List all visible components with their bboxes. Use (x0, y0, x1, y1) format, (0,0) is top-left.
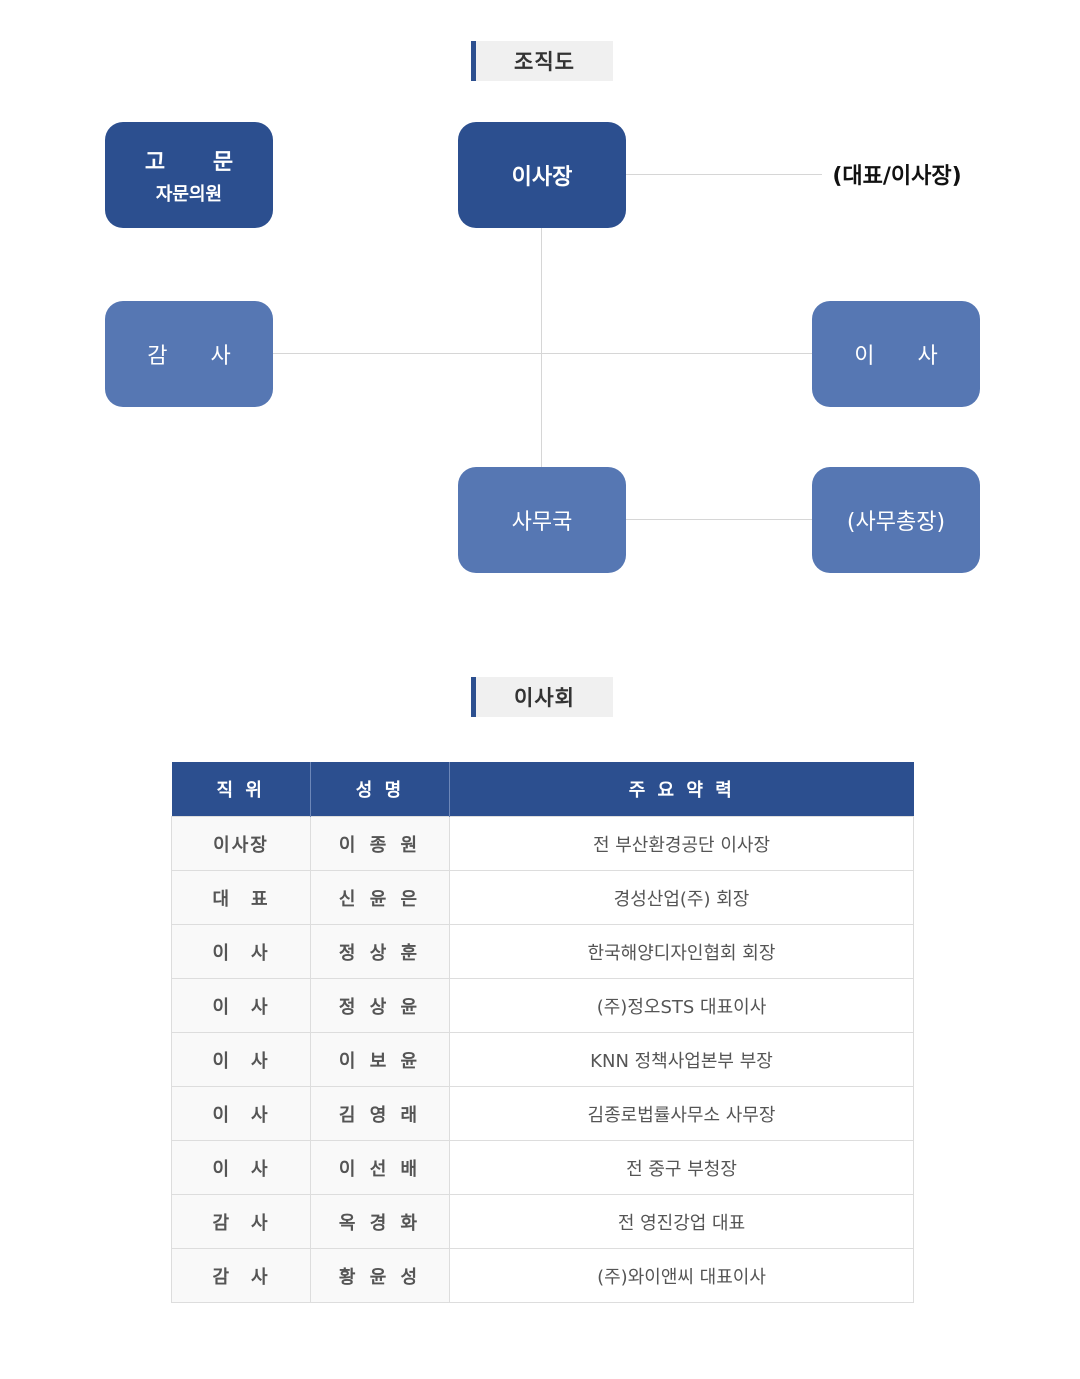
chairman-label: 이사장 (511, 165, 573, 190)
board-table: 직 위 성 명 주 요 약 력 이사장 이 종 원 전 부산환경공단 이사장 대… (171, 762, 914, 1303)
name-cell: 정 상 훈 (310, 924, 450, 979)
career-cell: 전 영진강업 대표 (449, 1194, 914, 1249)
career-cell: 경성산업(주) 회장 (449, 870, 914, 925)
career-cell: (주)정오STS 대표이사 (449, 978, 914, 1033)
secretary-general-label: (사무총장) (846, 510, 946, 535)
position-cell: 이 사 (171, 1140, 311, 1195)
auditor-label: 감 사 (147, 344, 249, 369)
position-cell: 감 사 (171, 1194, 311, 1249)
connector-vertical (541, 228, 542, 468)
position-cell: 이 사 (171, 1086, 311, 1141)
career-cell: KNN 정책사업본부 부장 (449, 1032, 914, 1087)
table-row: 이 사 이 보 윤 KNN 정책사업본부 부장 (171, 1032, 914, 1087)
position-cell: 이 사 (171, 1032, 311, 1087)
position-cell: 이 사 (171, 978, 311, 1033)
connector-secretariat (626, 519, 812, 520)
name-cell: 신 윤 은 (310, 870, 450, 925)
position-cell: 감 사 (171, 1248, 311, 1303)
table-row: 감 사 황 윤 성 (주)와이앤씨 대표이사 (171, 1248, 914, 1303)
header-position: 직 위 (171, 762, 311, 817)
org-chart-title: 조직도 (471, 41, 613, 81)
secretariat-label: 사무국 (511, 510, 573, 535)
name-cell: 이 선 배 (310, 1140, 450, 1195)
career-cell: 전 부산환경공단 이사장 (449, 816, 914, 871)
name-cell: 옥 경 화 (310, 1194, 450, 1249)
advisor-box: 고 문 자문의원 (105, 122, 273, 228)
director-box: 이 사 (812, 301, 980, 407)
connector-chairman-note (626, 174, 822, 175)
table-row: 이사장 이 종 원 전 부산환경공단 이사장 (171, 816, 914, 871)
name-cell: 김 영 래 (310, 1086, 450, 1141)
position-cell: 대 표 (171, 870, 311, 925)
advisor-label: 고 문 (144, 150, 254, 175)
position-cell: 이사장 (171, 816, 311, 871)
header-name: 성 명 (310, 762, 450, 817)
name-cell: 황 윤 성 (310, 1248, 450, 1303)
chairman-box: 이사장 (458, 122, 626, 228)
advisor-sublabel: 자문의원 (155, 184, 223, 205)
board-title: 이사회 (471, 677, 613, 717)
position-cell: 이 사 (171, 924, 311, 979)
table-row: 이 사 김 영 래 김종로법률사무소 사무장 (171, 1086, 914, 1141)
director-label: 이 사 (854, 344, 956, 369)
career-cell: 김종로법률사무소 사무장 (449, 1086, 914, 1141)
auditor-box: 감 사 (105, 301, 273, 407)
career-cell: (주)와이앤씨 대표이사 (449, 1248, 914, 1303)
table-row: 이 사 이 선 배 전 중구 부청장 (171, 1140, 914, 1195)
name-cell: 이 보 윤 (310, 1032, 450, 1087)
career-cell: 전 중구 부청장 (449, 1140, 914, 1195)
chairman-note: (대표/이사장) (832, 164, 962, 189)
table-row: 이 사 정 상 윤 (주)정오STS 대표이사 (171, 978, 914, 1033)
table-header-row: 직 위 성 명 주 요 약 력 (171, 762, 914, 817)
name-cell: 이 종 원 (310, 816, 450, 871)
table-row: 대 표 신 윤 은 경성산업(주) 회장 (171, 870, 914, 925)
career-cell: 한국해양디자인협회 회장 (449, 924, 914, 979)
secretariat-box: 사무국 (458, 467, 626, 573)
secretary-general-box: (사무총장) (812, 467, 980, 573)
connector-horizontal (273, 353, 812, 354)
table-row: 이 사 정 상 훈 한국해양디자인협회 회장 (171, 924, 914, 979)
header-career: 주 요 약 력 (449, 762, 914, 817)
table-row: 감 사 옥 경 화 전 영진강업 대표 (171, 1194, 914, 1249)
name-cell: 정 상 윤 (310, 978, 450, 1033)
